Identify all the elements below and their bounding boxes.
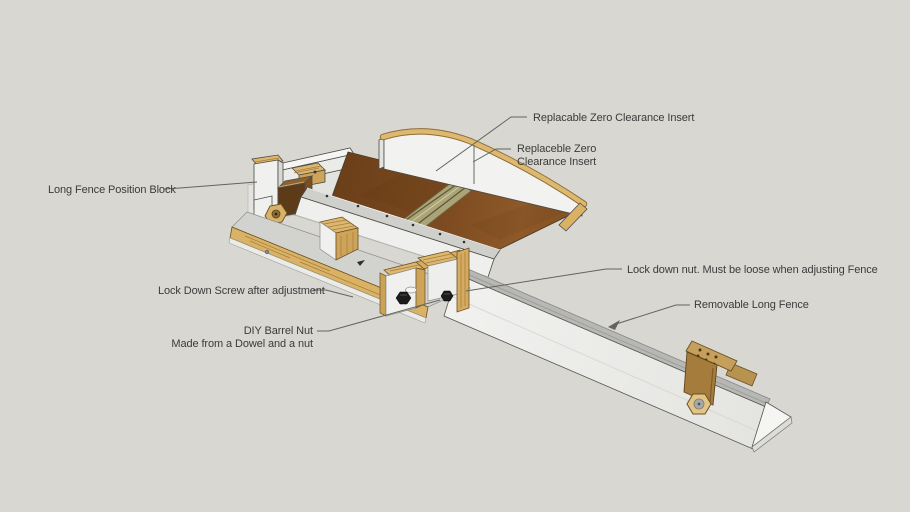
annotation-leaders [163,116,690,332]
leader-diy-barrel-nut [317,299,441,332]
label-replaceble-zero: Replaceble Zero [517,143,596,155]
corner-block1-side [415,267,426,309]
insert-seam [395,181,461,228]
washer [405,286,417,294]
support-block [319,216,359,261]
lock-down-corner-assembly [379,247,470,317]
fence-end-base [751,416,793,453]
rail-screw-dots [325,194,466,244]
fence-right-end-wood [558,202,588,232]
corner-block1-left [379,272,387,317]
cap-block-screw [313,170,317,174]
label-lock-down-screw: Lock Down Screw after adjustment [158,285,325,297]
back-fence-top-edge-wood [380,129,587,207]
leader-replaceble-insert [472,148,511,163]
knob-center [274,212,278,216]
label-long-fence-position-block: Long Fence Position Block [48,184,176,196]
curved-back-fence [378,128,588,232]
bed-wood-streak [470,200,565,240]
label-replacable-zero-clearance-insert: Replacable Zero Clearance Insert [533,112,694,124]
base-bottom-lip [228,237,427,324]
base-arrow-mark [357,260,365,266]
label-removable-long-fence: Removable Long Fence [694,299,809,311]
lock-down-screw-hex [395,291,412,305]
fence-left-edge [378,137,385,170]
label-diy-barrel-nut: DIY Barrel Nut [244,325,313,337]
removable-long-fence [443,265,793,453]
label-lock-down-nut: Lock down nut. Must be loose when adjust… [627,264,878,276]
corner-post-wood [456,247,470,313]
label-clearance-insert: Clearance Insert [517,156,596,168]
annotation-labels: Replacable Zero Clearance Insert Replace… [48,112,878,350]
clamp-strap-far [725,362,758,387]
leader-arrowhead [608,320,620,330]
leader-removable-fence [612,304,690,326]
runner-center-line [459,270,769,405]
leader-replacable-insert [435,116,527,172]
clamp-strap-top [685,340,738,372]
leader-position-block [163,181,258,190]
base-hole [264,249,270,255]
label-diy-barrel-nut-sub: Made from a Dowel and a nut [171,338,313,350]
barrel-nut-center [697,402,701,406]
leader-lock-down-screw [313,289,354,298]
clamp-block [683,351,718,406]
leader-lock-down-nut [465,268,622,292]
fence-clamp-assembly [683,340,758,415]
